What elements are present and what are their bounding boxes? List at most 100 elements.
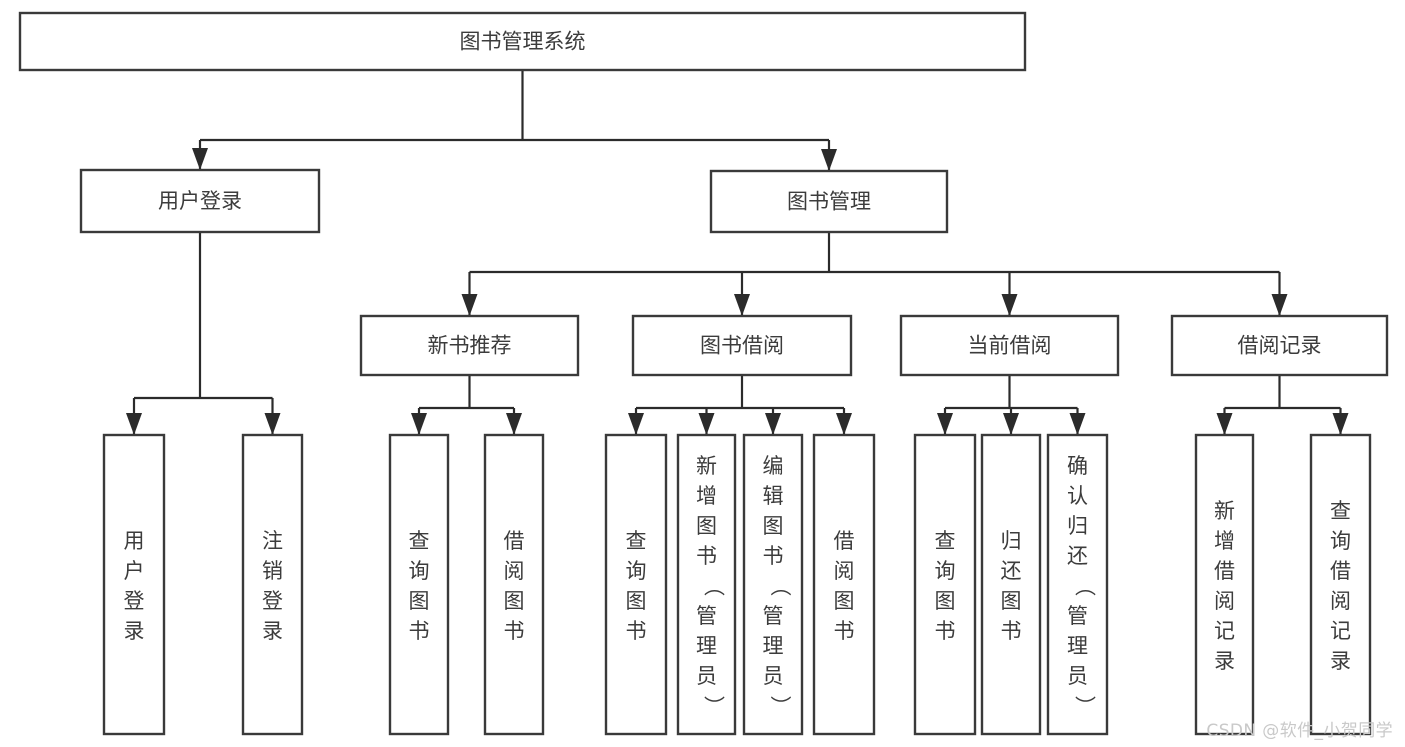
svg-text:书: 书 xyxy=(409,619,430,643)
svg-text:借: 借 xyxy=(1214,559,1235,583)
node-box xyxy=(709,169,949,234)
svg-text:理: 理 xyxy=(696,634,717,658)
svg-text:户: 户 xyxy=(124,559,145,583)
arrow-head-icon xyxy=(126,413,142,435)
svg-text:记: 记 xyxy=(1214,619,1235,643)
node-box xyxy=(79,168,321,234)
csdn-watermark: CSDN @软件_小贺同学 xyxy=(1206,721,1393,741)
svg-text:（: （ xyxy=(768,575,792,596)
svg-text:增: 增 xyxy=(1214,529,1235,553)
svg-text:图: 图 xyxy=(763,514,784,538)
node-box xyxy=(1046,433,1109,736)
svg-text:管: 管 xyxy=(696,604,717,628)
arrow-head-icon xyxy=(836,413,852,435)
arrow-head-icon xyxy=(765,413,781,435)
node-label: 图书管理系统 xyxy=(460,30,586,54)
svg-text:增: 增 xyxy=(696,484,717,508)
svg-text:借: 借 xyxy=(1330,559,1351,583)
svg-text:阅: 阅 xyxy=(1214,589,1235,613)
node-box xyxy=(241,433,304,736)
node-box xyxy=(1194,433,1255,736)
svg-text:图: 图 xyxy=(696,514,717,538)
svg-text:）: ） xyxy=(1073,695,1097,716)
svg-text:书: 书 xyxy=(696,544,717,568)
svg-text:员: 员 xyxy=(763,664,784,688)
svg-text:查: 查 xyxy=(626,529,647,553)
svg-text:记: 记 xyxy=(1330,619,1351,643)
svg-text:阅: 阅 xyxy=(1330,589,1351,613)
svg-text:录: 录 xyxy=(1214,649,1235,673)
svg-text:员: 员 xyxy=(1067,664,1088,688)
svg-text:（: （ xyxy=(1073,575,1097,596)
svg-text:图: 图 xyxy=(626,589,647,613)
node-level3-3[interactable]: 借阅记录 xyxy=(1170,314,1389,377)
svg-text:员: 员 xyxy=(696,664,717,688)
svg-text:归: 归 xyxy=(1001,529,1022,553)
svg-text:借: 借 xyxy=(834,529,855,553)
svg-text:询: 询 xyxy=(409,559,430,583)
connector-layer xyxy=(126,70,1349,435)
node-label: 用户登录 xyxy=(158,189,242,213)
node-box xyxy=(359,314,580,377)
node-leaf-0[interactable]: 用户登录 xyxy=(102,433,166,736)
svg-text:登: 登 xyxy=(262,589,283,613)
svg-text:图: 图 xyxy=(1001,589,1022,613)
arrow-head-icon xyxy=(698,413,715,435)
svg-text:辑: 辑 xyxy=(763,484,784,508)
arrow-head-icon xyxy=(1271,294,1288,316)
node-level3-0[interactable]: 新书推荐 xyxy=(359,314,580,377)
svg-text:录: 录 xyxy=(262,619,283,643)
svg-text:查: 查 xyxy=(1330,499,1351,523)
node-box xyxy=(899,314,1120,377)
svg-text:询: 询 xyxy=(626,559,647,583)
svg-text:归: 归 xyxy=(1067,514,1088,538)
svg-text:新: 新 xyxy=(696,454,717,478)
node-box xyxy=(1170,314,1389,377)
arrow-head-icon xyxy=(1001,294,1018,316)
svg-text:书: 书 xyxy=(935,619,956,643)
node-level3-1[interactable]: 图书借阅 xyxy=(631,314,853,377)
svg-text:还: 还 xyxy=(1001,559,1022,583)
svg-text:确: 确 xyxy=(1067,454,1088,478)
node-level2-1[interactable]: 图书管理 xyxy=(709,169,949,234)
svg-text:还: 还 xyxy=(1067,544,1088,568)
svg-text:书: 书 xyxy=(1001,619,1022,643)
svg-text:新: 新 xyxy=(1214,499,1235,523)
node-level3-2[interactable]: 当前借阅 xyxy=(899,314,1120,377)
arrow-head-icon xyxy=(411,413,427,435)
node-root-system[interactable]: 图书管理系统 xyxy=(18,11,1027,72)
svg-text:图: 图 xyxy=(935,589,956,613)
svg-text:注: 注 xyxy=(262,529,283,553)
svg-text:编: 编 xyxy=(763,454,784,478)
node-level2-0[interactable]: 用户登录 xyxy=(79,168,321,234)
svg-text:）: ） xyxy=(768,695,792,716)
svg-text:询: 询 xyxy=(935,559,956,583)
svg-text:登: 登 xyxy=(124,589,145,613)
svg-text:理: 理 xyxy=(1067,634,1088,658)
node-box xyxy=(604,433,668,736)
svg-text:询: 询 xyxy=(1330,529,1351,553)
arrow-head-icon xyxy=(1003,413,1019,435)
